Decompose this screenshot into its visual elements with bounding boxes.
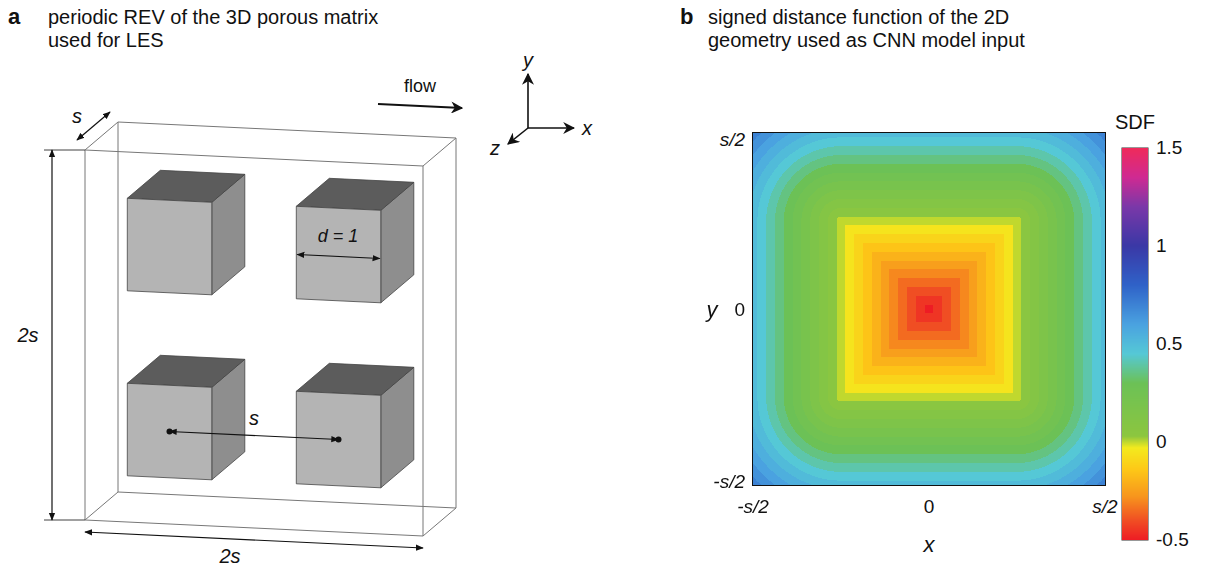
axis-label: y	[707, 297, 718, 322]
axis-tick: 0	[734, 299, 745, 321]
rev-edge	[85, 492, 118, 520]
extension-line	[44, 150, 85, 151]
dimension-label: 2s	[219, 545, 240, 568]
axis-arrow	[508, 128, 528, 144]
rev-edge	[85, 150, 86, 520]
colorbar-title: SDF	[1115, 111, 1155, 134]
solid-cuboid	[296, 363, 414, 488]
flow-label: flow	[404, 76, 436, 97]
dimension-arrow	[85, 532, 423, 548]
dimension-label: 2s	[17, 324, 38, 347]
rev-edge	[85, 520, 423, 536]
cuboid-front	[296, 391, 381, 488]
centre-dot	[167, 429, 173, 435]
rev-edge	[456, 138, 457, 508]
colorbar-tick: 0.5	[1156, 333, 1182, 355]
sdf-heatmap	[753, 133, 1105, 485]
solid-cuboid	[127, 170, 245, 294]
solid-cuboid	[127, 355, 245, 480]
cuboid-front	[296, 206, 381, 302]
axis-tick: s/2	[1092, 496, 1117, 518]
colorbar-tick: -0.5	[1156, 529, 1189, 551]
colorbar-frame	[1122, 148, 1148, 540]
panel-title: periodic REV of the 3D porous matrix use…	[48, 6, 408, 52]
rev-edge	[423, 138, 456, 166]
axis-label: y	[523, 49, 533, 72]
rev-edge	[423, 508, 456, 536]
colorbar-tick: 1	[1156, 235, 1167, 257]
colorbar	[1122, 148, 1148, 540]
cuboid-top	[296, 363, 414, 395]
dimension-label: s	[249, 407, 259, 430]
axis-label: x	[924, 532, 935, 557]
axis-tick: -s/2	[713, 471, 745, 493]
rev-edge	[118, 122, 456, 138]
dimension-label: d = 1	[318, 226, 359, 247]
cuboid-front	[127, 198, 212, 294]
extension-line	[44, 520, 85, 521]
rev-edge	[85, 122, 118, 150]
dimension-arrow	[51, 150, 52, 520]
panel-letter: a	[8, 4, 20, 29]
colorbar-tick: 0	[1156, 431, 1167, 453]
axis-label: x	[582, 117, 592, 140]
cuboid-top	[296, 178, 414, 210]
panel-title: signed distance function of the 2D geome…	[708, 6, 1093, 52]
rev-edge	[118, 122, 119, 492]
axis-arrow	[528, 127, 574, 129]
axis-tick: 0	[924, 496, 935, 518]
dimension-arrow	[297, 255, 380, 259]
cuboid-top	[127, 355, 245, 387]
axis-tick: s/2	[720, 129, 745, 151]
cuboid-front	[127, 383, 212, 480]
centre-dot	[336, 437, 342, 443]
rev-edge	[85, 150, 423, 166]
dimension-arrow	[170, 432, 339, 440]
axis-label: z	[490, 137, 500, 160]
colorbar-tick: 1.5	[1156, 137, 1182, 159]
plot-frame	[753, 133, 1105, 485]
rev-edge	[423, 166, 424, 536]
flow-arrow	[378, 104, 462, 108]
dimension-label: s	[72, 105, 82, 128]
solid-cuboid	[296, 178, 414, 302]
axis-tick: -s/2	[737, 496, 769, 518]
axis-arrow	[527, 74, 529, 128]
panel-letter: b	[680, 4, 693, 29]
cuboid-top	[127, 170, 245, 202]
rev-edge	[118, 492, 456, 508]
